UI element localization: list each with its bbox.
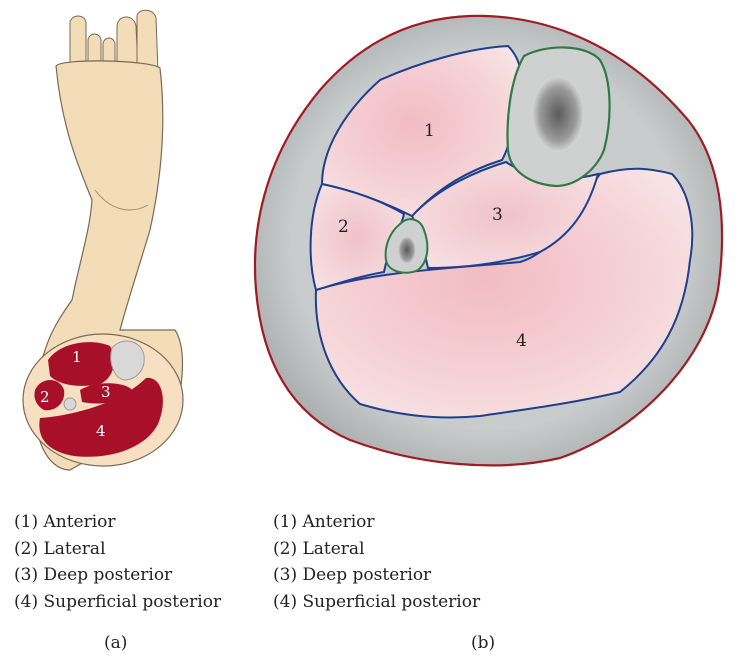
tibia-a — [110, 340, 145, 381]
number-a-2: 2 — [40, 388, 50, 406]
panel-label-b: (b) — [471, 633, 496, 653]
legend-a-item-superficial-posterior: (4) Superficial posterior — [14, 591, 222, 612]
legend-b-item-anterior: (1) Anterior — [273, 512, 375, 532]
number-b-1: 1 — [424, 121, 435, 141]
panel-a-leg: 1 2 3 4 — [22, 9, 184, 471]
number-b-4: 4 — [516, 331, 527, 351]
compartment-a-2 — [34, 379, 65, 411]
tibia-marrow — [532, 76, 584, 152]
number-a-4: 4 — [96, 422, 106, 440]
compartment-b-4 — [314, 167, 694, 419]
legend-a-item-anterior: (1) Anterior — [14, 512, 116, 532]
panel-label-a: (a) — [104, 633, 128, 653]
ankle-line — [94, 189, 149, 211]
legend-a-item-lateral: (2) Lateral — [14, 538, 106, 559]
panel-b-cross-section: 1 2 3 4 — [253, 14, 724, 467]
compartment-b-1 — [320, 44, 523, 218]
number-b-3: 3 — [492, 205, 503, 225]
legend-b-item-lateral: (2) Lateral — [273, 538, 365, 559]
legend-b-item-deep-posterior: (3) Deep posterior — [273, 565, 432, 585]
number-a-1: 1 — [72, 348, 82, 366]
compartment-b-2 — [309, 182, 406, 292]
number-a-3: 3 — [101, 383, 111, 401]
number-b-2: 2 — [338, 217, 349, 237]
fibula-a — [63, 397, 77, 411]
legend-a: (1) Anterior (2) Lateral (3) Deep poster… — [14, 509, 221, 615]
fibula-marrow — [398, 236, 416, 264]
compartment-b-3 — [410, 160, 600, 270]
legend-a-item-deep-posterior: (3) Deep posterior — [14, 565, 173, 585]
illustrations: 1 2 3 4 1 2 3 4 — [22, 9, 724, 471]
legend-b-item-superficial-posterior: (4) Superficial posterior — [273, 591, 481, 612]
legend-b: (1) Anterior (2) Lateral (3) Deep poster… — [273, 509, 480, 615]
compartment-a-1 — [48, 342, 115, 386]
compartment-a-4 — [39, 377, 163, 457]
